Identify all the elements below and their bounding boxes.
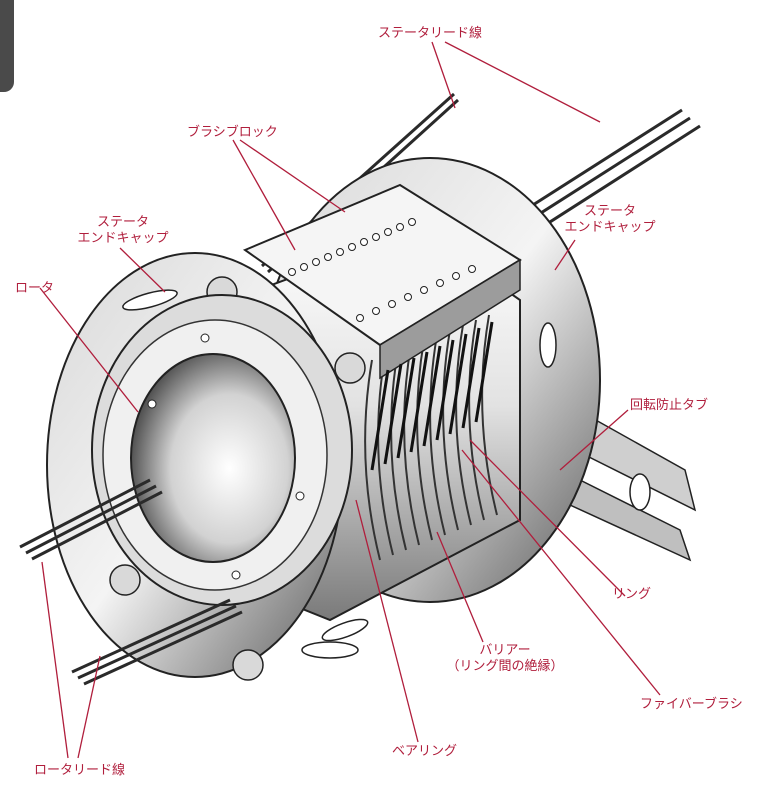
label-line: エンドキャップ: [77, 231, 169, 246]
fiber-brushes: [370, 321, 494, 471]
label-line: バリアー: [479, 643, 531, 658]
leader-lines: [39, 41, 661, 759]
rotor-face: [91, 294, 353, 606]
label-line: エンドキャップ: [564, 220, 656, 235]
label-ring: リング: [612, 587, 652, 602]
label-stator-lead-wire: ステータリード線: [378, 26, 483, 41]
brush-block: [242, 183, 522, 380]
label-rotor: ロータ: [15, 281, 55, 296]
label-barrier: バリアー （リング間の絶縁）: [435, 643, 575, 675]
label-line: （リング間の絶縁）: [446, 659, 564, 674]
label-fiber-brush: ファイバーブラシ: [640, 697, 743, 712]
label-rotor-lead-wire: ロータリード線: [34, 763, 126, 778]
label-stator-end-cap-left: ステータ エンドキャップ: [68, 215, 178, 247]
label-line: ステータ: [96, 215, 149, 230]
rotor-lead-wires: [19, 478, 243, 686]
label-stator-end-cap-right: ステータ エンドキャップ: [555, 204, 665, 236]
label-anti-rotation-tab: 回転防止タブ: [630, 398, 709, 413]
label-bearing: ベアリング: [392, 744, 458, 759]
label-line: ステータ: [583, 204, 636, 219]
corner-tab: [0, 0, 14, 92]
label-brush-block: ブラシブロック: [187, 125, 278, 140]
